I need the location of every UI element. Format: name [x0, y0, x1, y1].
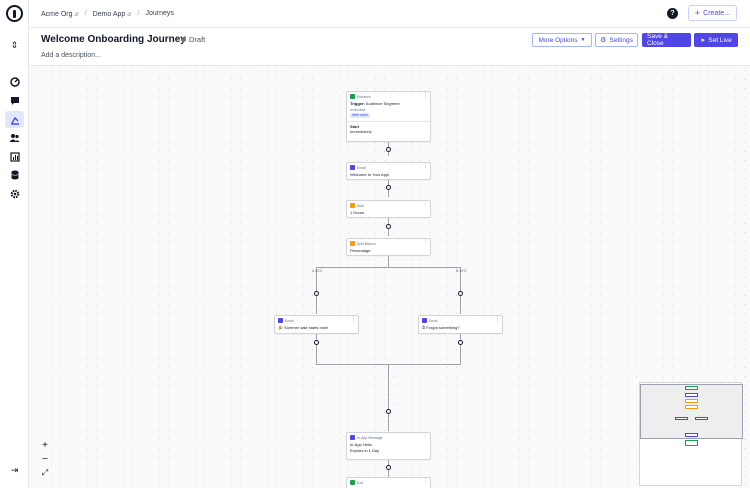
- node-menu-icon[interactable]: ⋮: [495, 316, 500, 322]
- connector: [460, 334, 461, 365]
- journey-header: Welcome Onboarding Journey Draft Add a d…: [29, 28, 750, 66]
- journeys-icon[interactable]: [5, 111, 24, 128]
- connector-handle[interactable]: [386, 409, 391, 414]
- connector: [388, 256, 389, 267]
- email-node[interactable]: Email ⋮ Welcome to Your App!: [346, 162, 431, 180]
- status-badge: Draft: [181, 35, 205, 44]
- exit-node[interactable]: Exit ⋮: [346, 477, 431, 488]
- dashboard-icon[interactable]: [5, 73, 24, 90]
- breadcrumb-separator: /: [84, 10, 87, 17]
- segment-tag: label users: [350, 113, 370, 118]
- page-title[interactable]: Welcome Onboarding Journey: [41, 34, 186, 45]
- minimap-node: [685, 399, 698, 403]
- settings-button[interactable]: ⚙Settings: [595, 33, 638, 47]
- sidebar: ⇕ ⇥: [0, 0, 29, 488]
- connector-handle[interactable]: [386, 465, 391, 470]
- chevron-down-icon: ▼: [580, 37, 586, 43]
- set-live-button[interactable]: ➤Set Live: [694, 33, 738, 47]
- connector-handle[interactable]: [458, 291, 463, 296]
- wait-node[interactable]: Wait ⋮ 1 Hours: [346, 200, 431, 218]
- minimap-node: [685, 405, 698, 409]
- exit-icon: [350, 480, 355, 485]
- plus-icon: +: [694, 8, 701, 18]
- minimap[interactable]: [639, 382, 743, 486]
- branch-b-label: B 50%: [456, 269, 467, 273]
- connector: [388, 364, 389, 431]
- minimap-node: [685, 440, 698, 446]
- split-branch-node[interactable]: Split Branch ⋮ Percentage: [346, 238, 431, 256]
- node-menu-icon[interactable]: ⋮: [423, 239, 428, 245]
- create-label: Create...: [703, 9, 730, 17]
- workspace-switcher-icon[interactable]: ⇕: [10, 40, 19, 50]
- messages-icon[interactable]: [5, 92, 24, 109]
- settings-gear-icon[interactable]: [5, 185, 24, 202]
- create-button[interactable]: + Create...: [687, 5, 737, 21]
- minimap-node: [685, 433, 698, 437]
- breadcrumb-section[interactable]: Journeys: [145, 10, 174, 17]
- node-menu-icon[interactable]: ⋮: [423, 201, 428, 207]
- zoom-out-button[interactable]: −: [42, 453, 48, 465]
- connector: [316, 334, 317, 365]
- description-field[interactable]: Add a description...: [41, 52, 101, 59]
- minimap-node: [675, 417, 688, 420]
- email-icon: [350, 165, 355, 170]
- email-node-branch-b[interactable]: Email ⋮ ⏱ Forgot something?: [418, 315, 503, 334]
- trigger-node[interactable]: Entrance ⋮ Trigger: Audience Segment Inc…: [346, 91, 431, 142]
- email-icon: [422, 318, 427, 323]
- fit-view-button[interactable]: ⤢: [41, 468, 49, 477]
- branch-line: [316, 267, 461, 268]
- in-app-icon: [350, 435, 355, 440]
- split-icon: [350, 241, 355, 246]
- breadcrumb-app[interactable]: Demo App ⌀: [92, 10, 132, 18]
- minimap-node: [695, 417, 708, 420]
- clock-icon: [350, 203, 355, 208]
- connector: [316, 267, 317, 314]
- more-options-dropdown[interactable]: More Options▼: [532, 33, 592, 47]
- node-menu-icon[interactable]: ⋮: [423, 478, 428, 484]
- email-icon: [278, 318, 283, 323]
- users-icon[interactable]: [5, 129, 24, 146]
- save-close-button[interactable]: Save & Close: [642, 33, 691, 47]
- gear-icon: ⚙: [600, 37, 607, 44]
- breadcrumb-separator: /: [137, 10, 140, 17]
- journey-canvas[interactable]: A 50% B 50% Entrance ⋮ Trigger: Audience…: [29, 66, 750, 488]
- branch-a-label: A 50%: [312, 269, 323, 273]
- help-icon[interactable]: ?: [667, 8, 678, 19]
- status-dot-icon: [181, 37, 186, 42]
- email-node-branch-a[interactable]: Email ⋮ 🎉 Summer sale starts now!: [274, 315, 359, 334]
- top-bar: Acme Org ⌀ / Demo App ⌀ / Journeys ? + C…: [29, 0, 750, 28]
- database-icon[interactable]: [5, 166, 24, 183]
- connector: [460, 267, 461, 314]
- node-menu-icon[interactable]: ⋮: [423, 433, 428, 439]
- collapse-icon[interactable]: ⇥: [10, 465, 19, 475]
- connector-handle[interactable]: [386, 185, 391, 190]
- connector-handle[interactable]: [386, 147, 391, 152]
- minimap-node: [685, 393, 698, 397]
- app-logo[interactable]: [6, 5, 23, 22]
- entrance-icon: [350, 94, 355, 99]
- breadcrumb-org[interactable]: Acme Org ⌀: [41, 10, 79, 18]
- node-menu-icon[interactable]: ⋮: [423, 163, 428, 169]
- analytics-icon[interactable]: [5, 148, 24, 165]
- node-menu-icon[interactable]: ⋮: [351, 316, 356, 322]
- connector-handle[interactable]: [386, 224, 391, 229]
- zoom-in-button[interactable]: +: [42, 439, 48, 451]
- node-menu-icon[interactable]: ⋮: [423, 92, 428, 98]
- connector-handle[interactable]: [314, 340, 319, 345]
- send-icon: ➤: [700, 37, 706, 44]
- connector-handle[interactable]: [314, 291, 319, 296]
- minimap-node: [685, 386, 698, 390]
- connector-handle[interactable]: [458, 340, 463, 345]
